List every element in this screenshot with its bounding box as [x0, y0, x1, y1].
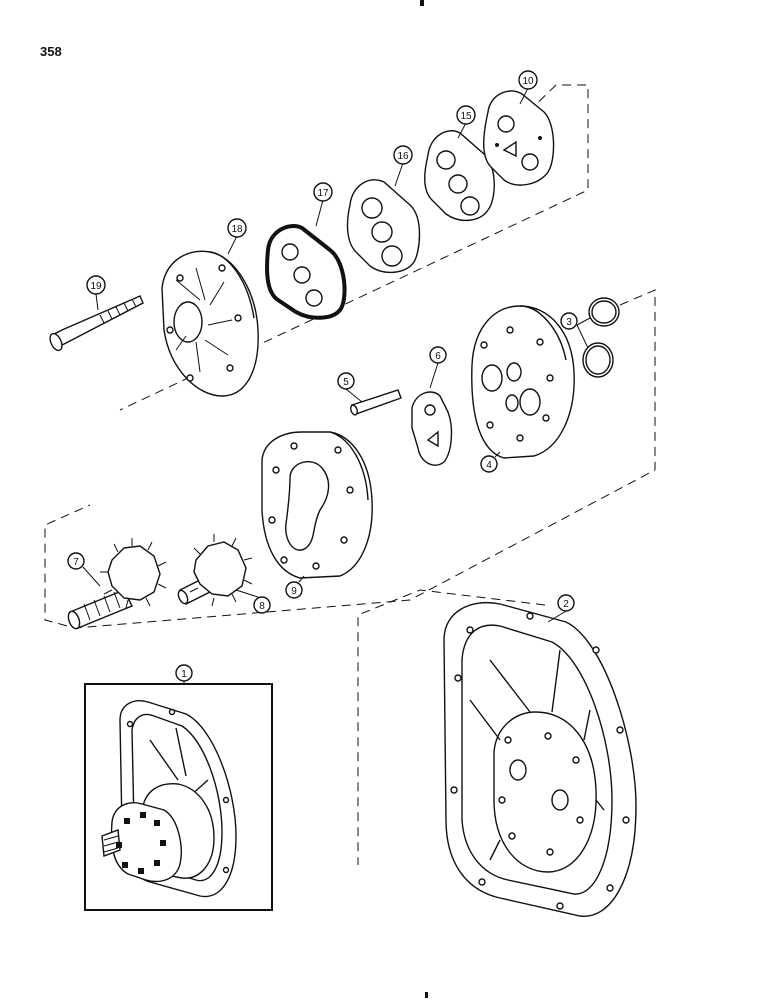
callout-4-label: 4	[486, 460, 492, 471]
seal-part	[265, 224, 347, 320]
middle-group-outline	[44, 289, 656, 629]
callout-15-label: 15	[460, 111, 472, 122]
callout-16: 16	[393, 145, 413, 165]
callout-1-label: 1	[181, 669, 187, 680]
callout-19-label: 19	[90, 281, 102, 292]
callout-7-label: 7	[73, 557, 79, 568]
housing-part	[443, 602, 637, 917]
seal-backup-part	[424, 130, 495, 221]
callout-16-label: 16	[397, 151, 409, 162]
callout-3: 3	[560, 312, 578, 330]
gear-plate-part	[471, 305, 575, 459]
gasket-part	[411, 391, 453, 466]
bolt-part	[49, 295, 144, 352]
assembly-inset	[84, 683, 273, 911]
callout-3-label: 3	[566, 317, 572, 328]
upper-group-outline	[119, 84, 589, 411]
callout-10: 10	[518, 70, 538, 90]
scan-mark-top	[420, 0, 424, 6]
callout-6-label: 6	[435, 351, 441, 362]
callout-18: 18	[227, 218, 247, 238]
callout-4: 4	[480, 455, 498, 473]
callout-19: 19	[86, 275, 106, 295]
dowel-pin-part	[350, 389, 402, 416]
leader-lines	[82, 87, 591, 684]
callout-7: 7	[67, 552, 85, 570]
callout-5-label: 5	[343, 377, 349, 388]
drive-gear-part	[67, 538, 167, 630]
scan-mark-bottom	[425, 992, 428, 998]
housing-group-outline	[357, 589, 546, 865]
callout-18-label: 18	[231, 224, 243, 235]
idler-gear-part	[177, 534, 253, 607]
callout-17: 17	[313, 182, 333, 202]
callout-5: 5	[337, 372, 355, 390]
callout-10-label: 10	[522, 76, 534, 87]
wear-plate-part	[483, 90, 555, 186]
o-rings-part	[582, 297, 620, 378]
callout-1: 1	[175, 664, 193, 682]
callout-9: 9	[285, 581, 303, 599]
callout-15: 15	[456, 105, 476, 125]
seal-protector-part	[346, 179, 421, 273]
callout-2-label: 2	[563, 599, 569, 610]
callout-6: 6	[429, 346, 447, 364]
callout-2: 2	[557, 594, 575, 612]
callout-17-label: 17	[317, 188, 329, 199]
page-number: 358	[40, 44, 62, 59]
cover-part	[161, 250, 259, 397]
callout-8: 8	[253, 596, 271, 614]
callout-9-label: 9	[291, 586, 297, 597]
callout-8-label: 8	[259, 601, 265, 612]
gear-body-part	[261, 431, 373, 579]
